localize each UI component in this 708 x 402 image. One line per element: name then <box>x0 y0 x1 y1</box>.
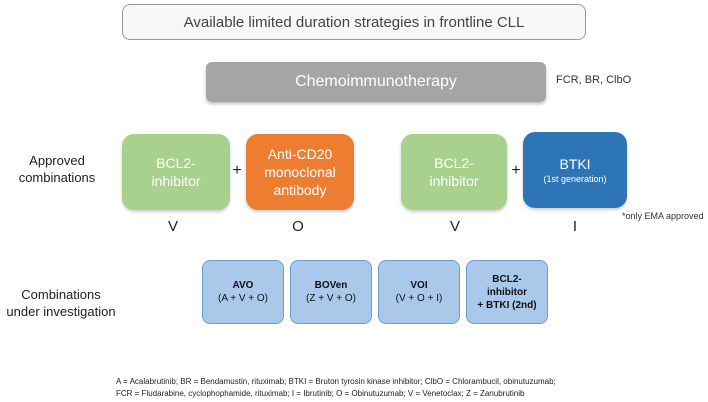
investigation-item-bcl2-btki: BCL2- inhibitor + BTKI (2nd) <box>466 260 548 324</box>
investigation-item-avo: AVO (A + V + O) <box>202 260 284 324</box>
title-box: Available limited duration strategies in… <box>122 4 586 40</box>
btki-box: BTKI (1st generation) <box>523 132 627 208</box>
diagram-title: Available limited duration strategies in… <box>183 13 525 31</box>
abbreviations-line-1: A = Acalabrutinib; BR = Bendamustin, rit… <box>116 377 556 386</box>
plus-sign-1: + <box>232 162 242 179</box>
chemoimmunotherapy-label: Chemoimmunotherapy <box>295 73 457 90</box>
abbreviations-line-2: FCR = Fludarabine, cyclophophamide, ritu… <box>116 389 525 398</box>
investigation-combinations-label: Combinations under investigation <box>6 287 116 319</box>
letter-v-1: V <box>167 218 178 235</box>
bcl2-inhibitor-box-1: BCL2- inhibitor <box>122 134 230 210</box>
plus-sign-2: + <box>511 162 521 179</box>
anti-cd20-box: Anti-CD20 monoclonal antibody <box>246 134 354 210</box>
letter-v-2: V <box>449 218 460 235</box>
chemoimmunotherapy-note: FCR, BR, ClbO <box>556 74 632 86</box>
ema-approval-note: *only EMA approved <box>622 211 704 221</box>
letter-i: I <box>572 218 578 235</box>
letter-o: O <box>292 218 304 235</box>
bcl2-inhibitor-box-2: BCL2- inhibitor <box>401 134 507 210</box>
investigation-item-boven: BOVen (Z + V + O) <box>290 260 372 324</box>
investigation-item-voi: VOI (V + O + I) <box>378 260 460 324</box>
chemoimmunotherapy-box: Chemoimmunotherapy <box>206 62 546 102</box>
approved-combinations-label: Approved combinations <box>18 153 96 185</box>
